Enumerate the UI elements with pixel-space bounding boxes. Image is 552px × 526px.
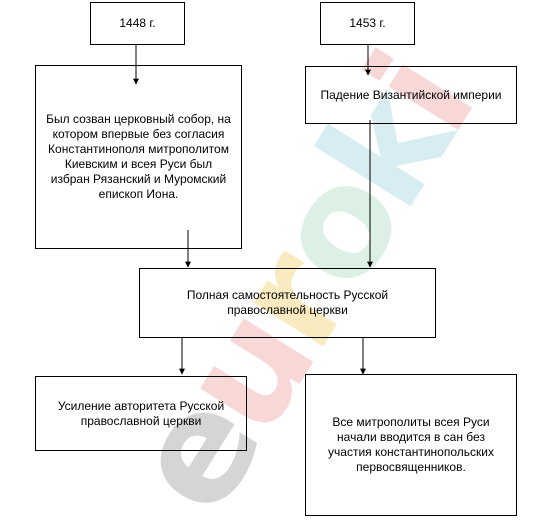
year-1453-box: 1453 г.: [320, 2, 415, 45]
authority-text: Усиление авторитета Русской православной…: [57, 398, 225, 428]
year-1453-label: 1453 г.: [349, 16, 386, 30]
council-box: Был созван церковный собор, на котором в…: [35, 65, 242, 249]
metropolitans-box: Все митрополиты всея Руси начали вводитс…: [305, 374, 517, 516]
council-text: Был созван церковный собор, на котором в…: [46, 112, 231, 201]
metropolitans-text: Все митрополиты всея Руси начали вводитс…: [328, 415, 494, 474]
byzantium-fall-box: Падение Византийской империи: [305, 66, 517, 124]
independence-text: Полная самостоятельность Русской правосл…: [186, 288, 389, 317]
authority-box: Усиление авторитета Русской православной…: [35, 376, 247, 451]
byzantium-fall-text: Падение Византийской империи: [320, 87, 502, 102]
year-1448-label: 1448 г.: [119, 16, 156, 30]
independence-box: Полная самостоятельность Русской правосл…: [139, 268, 436, 338]
year-1448-box: 1448 г.: [90, 2, 185, 45]
